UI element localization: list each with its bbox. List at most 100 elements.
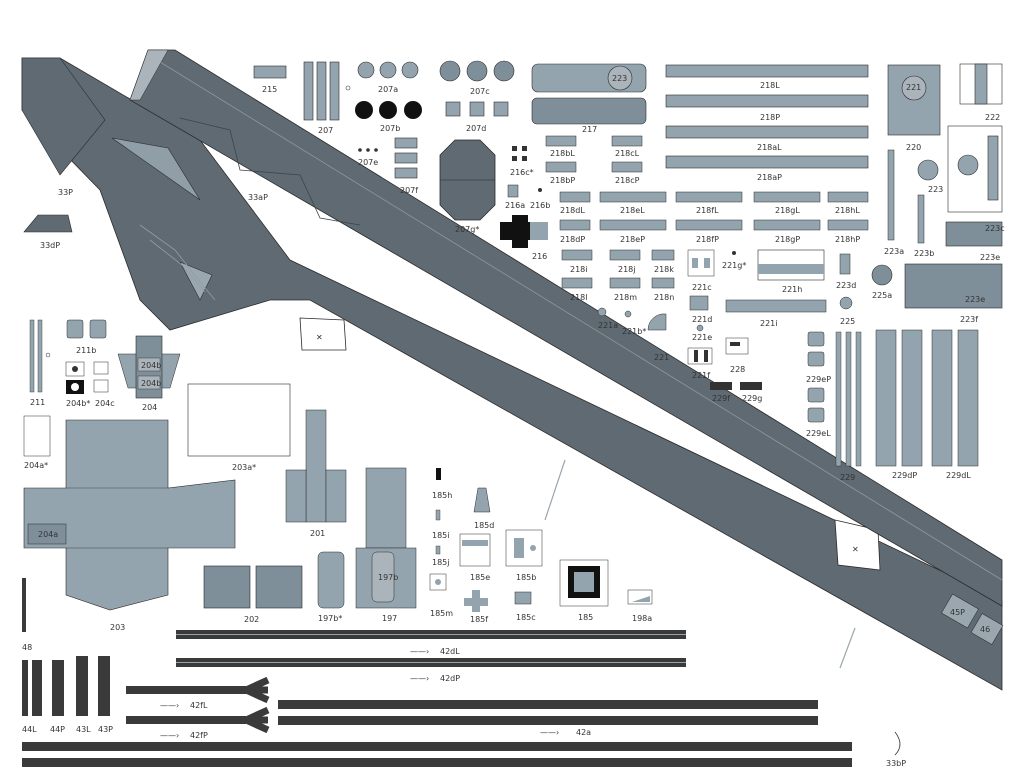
label-218hp: 218hP xyxy=(835,235,860,244)
label-204a-star: 204a* xyxy=(24,461,48,470)
label-229dp: 229dP xyxy=(892,471,917,480)
label-207a: 207a xyxy=(378,85,398,94)
label-221b: 221b* xyxy=(622,327,646,336)
part-33ap-hull-strip: 45P 46 33aP xyxy=(129,49,1004,645)
label-217: 217 xyxy=(582,125,597,134)
label-216: 216 xyxy=(532,252,547,261)
label-42dl: 42dL xyxy=(440,647,460,656)
label-207e: 207e xyxy=(358,158,378,167)
label-204c: 204c xyxy=(95,399,115,408)
label-42fp: 42fP xyxy=(190,731,208,740)
label-221d: 221d xyxy=(692,315,712,324)
label-42fl: 42fL xyxy=(190,701,208,710)
label-197b: 197b* xyxy=(318,614,342,623)
part-207d: 207d xyxy=(445,101,509,133)
part-229d: 229dP 229dL xyxy=(875,329,979,480)
part-223f: 223e 223f xyxy=(904,263,1003,324)
label-204b-star: 204b* xyxy=(66,399,90,408)
part-33bp: 33bP xyxy=(886,731,906,768)
label-185: 185 xyxy=(578,613,593,622)
label-218l-small: 218l xyxy=(570,293,588,302)
label-185f: 185f xyxy=(470,615,488,624)
label-33p: 33P xyxy=(58,188,73,197)
label-218cp: 218cP xyxy=(615,176,640,185)
cross-mark: ✕ xyxy=(852,545,859,554)
part-218-small: 218bL 218cL 218bP 218cP 218dL 218eL 218f… xyxy=(545,135,869,302)
arrow-42dl: ——› xyxy=(410,647,429,656)
label-218m: 218m xyxy=(614,293,637,302)
label-223e-on-223f: 223e xyxy=(965,295,985,304)
part-218-strips: 218L 218P 218aL 218aP xyxy=(665,64,869,182)
label-204: 204 xyxy=(142,403,157,412)
label-185c: 185c xyxy=(516,613,536,622)
label-198a: 198a xyxy=(632,614,652,623)
label-218cl: 218cL xyxy=(615,149,640,158)
label-216c: 216c* xyxy=(510,168,534,177)
label-43l: 43L xyxy=(76,725,91,734)
label-33bp: 33bP xyxy=(886,759,906,768)
label-218bp: 218bP xyxy=(550,176,575,185)
part-203a: 203a* xyxy=(187,383,291,472)
label-223d: 223d xyxy=(836,281,856,290)
label-204b-a: 204b xyxy=(141,361,161,370)
arrow-42fl: ——› xyxy=(160,701,179,710)
label-229g: 229g xyxy=(742,394,762,403)
part-229e: 229eP 229eL xyxy=(806,331,831,438)
label-185b: 185b xyxy=(516,573,536,582)
label-185i: 185i xyxy=(432,531,450,540)
part-207e: 207e xyxy=(358,148,378,167)
part-207c: 207c xyxy=(439,60,515,96)
label-185h: 185h xyxy=(432,491,452,500)
label-207: 207 xyxy=(318,126,333,135)
part-43-44-rails: 48 44L 44P 43L 43P xyxy=(22,578,113,734)
label-221h: 221h xyxy=(782,285,802,294)
part-229f-229g: 229f 229g xyxy=(710,382,762,403)
part-42fp-rail: ——› 42fP xyxy=(126,706,270,740)
label-203: 203 xyxy=(110,623,125,632)
label-218dp: 218dP xyxy=(560,235,585,244)
part-221-group: 221c 221g* 221h 221i 221d 221a 221b* 221… xyxy=(597,249,827,380)
arrow-42fp: ——› xyxy=(160,731,179,740)
label-229: 229 xyxy=(840,473,855,482)
part-207: 207 xyxy=(303,61,351,135)
label-229ep: 229eP xyxy=(806,375,831,384)
label-221i: 221i xyxy=(760,319,778,328)
part-33dp: 33dP xyxy=(23,214,73,250)
part-42dl-rail: ——› 42dL xyxy=(176,630,686,656)
part-204: 204b 204b 204 xyxy=(117,335,181,412)
label-218fl: 218fL xyxy=(696,206,719,215)
label-197b-inner: 197b xyxy=(378,573,398,582)
part-207f: 207f xyxy=(394,137,418,195)
part-229: 229 xyxy=(835,331,862,482)
label-42dp: 42dP xyxy=(440,674,460,683)
part-223: 223 xyxy=(917,125,1003,213)
part-204b-204c: 204b* 204c xyxy=(65,361,115,408)
label-218gp: 218gP xyxy=(775,235,800,244)
part-223d: 223d xyxy=(836,253,856,290)
label-207f: 207f xyxy=(400,186,418,195)
part-207g: 207g* xyxy=(439,139,496,234)
label-223c: 223c xyxy=(985,224,1005,233)
part-203: 204a 203 xyxy=(23,419,236,632)
label-211b: 211b xyxy=(76,346,96,355)
label-216a: 216a xyxy=(505,201,525,210)
label-207g: 207g* xyxy=(455,225,479,234)
label-218el: 218eL xyxy=(620,206,645,215)
part-225: 225a 225 xyxy=(839,264,893,326)
label-207c: 207c xyxy=(470,87,490,96)
label-222: 222 xyxy=(985,113,1000,122)
label-221a: 221a xyxy=(598,321,618,330)
part-217: 223 217 xyxy=(531,63,647,134)
label-202: 202 xyxy=(244,615,259,624)
part-207b: 207b xyxy=(355,101,422,133)
part-204a-star: 204a* xyxy=(23,415,51,470)
label-185m: 185m xyxy=(430,609,453,618)
label-218n: 218n xyxy=(654,293,674,302)
label-42a: 42a xyxy=(576,728,591,737)
part-201: 201 xyxy=(285,409,347,538)
part-228: 228 xyxy=(725,337,749,374)
label-223: 223 xyxy=(928,185,943,194)
part-207a: 207a xyxy=(357,61,419,94)
label-223-on-drum: 223 xyxy=(612,74,627,83)
label-218gl: 218gL xyxy=(775,206,800,215)
